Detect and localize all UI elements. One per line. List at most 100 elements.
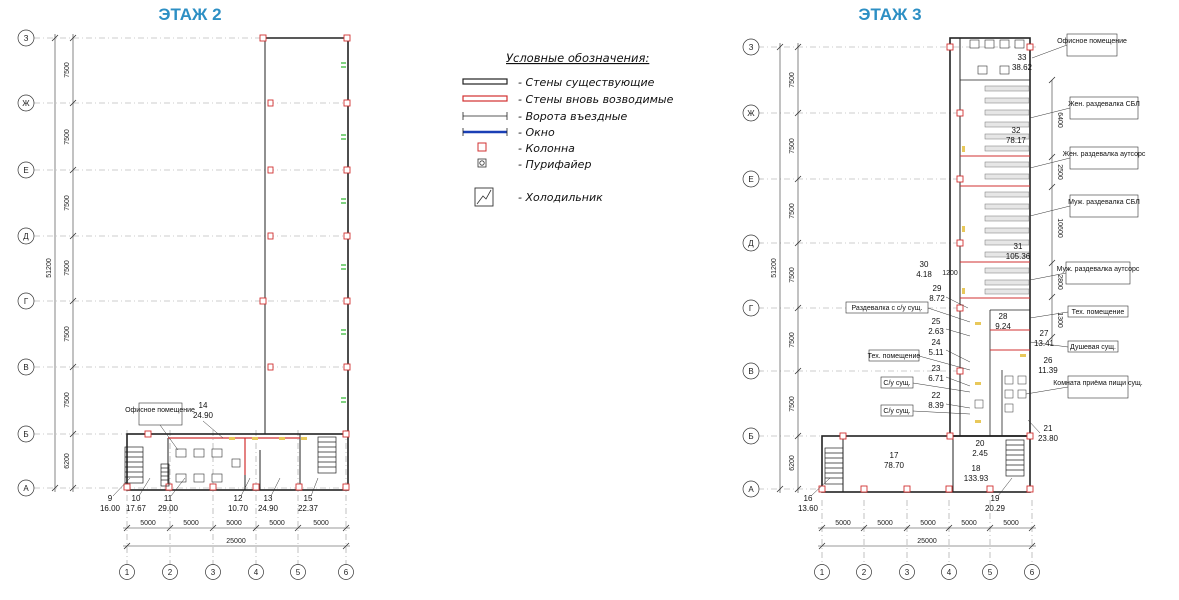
- room-area: 29.00: [158, 504, 179, 513]
- axis-bubble: Д: [742, 234, 760, 252]
- floor-2-room-labels: 14 24.90 9 16.00 10 17.67 11 29.00 12 10…: [100, 401, 319, 513]
- floor-2-title: ЭТАЖ 2: [158, 5, 221, 24]
- room-number: 13: [264, 494, 273, 503]
- svg-text:2: 2: [168, 568, 173, 577]
- dim-label: 7500: [64, 195, 71, 211]
- legend-item-label: - Пурифайер: [518, 158, 591, 171]
- axis-bubble: 5: [982, 564, 998, 580]
- callout-m-locker-out: Муж. раздевалка аутсорс: [1029, 261, 1140, 285]
- dim-label: 7500: [64, 129, 71, 145]
- dim-label: 6200: [64, 453, 71, 469]
- dim-label: 5000: [961, 520, 977, 527]
- dim-label: 7500: [789, 72, 796, 88]
- svg-text:Ж: Ж: [22, 99, 30, 108]
- svg-text:Тех. помещение: Тех. помещение: [868, 353, 921, 360]
- room-area: 6.71: [928, 374, 944, 383]
- purifier-icon: [477, 158, 487, 168]
- callout-dining: Комната приёма пищи сущ.: [1025, 375, 1143, 399]
- room-area: 8.72: [929, 294, 945, 303]
- floor-2-vertical-dims: 7500 7500 7500 7500 7500 7500 6200 51200: [46, 34, 77, 492]
- svg-text:Тех. помещение: Тех. помещение: [1072, 309, 1125, 316]
- room-number: 26: [1044, 356, 1053, 365]
- new-wall-icon: [462, 95, 508, 102]
- existing-wall-icon: [462, 78, 508, 85]
- room-area: 16.00: [100, 504, 121, 513]
- floor-3-fixtures: [974, 375, 1027, 413]
- legend-item-label: - Ворота въездные: [518, 110, 627, 123]
- floor-3-horizontal-dims: 5000 5000 5000 5000 5000 25000: [818, 520, 1036, 550]
- axis-bubble: З: [742, 38, 760, 56]
- svg-text:С/у сущ.: С/у сущ.: [883, 408, 910, 415]
- dim-label: 7500: [64, 326, 71, 342]
- axis-bubble: В: [17, 358, 35, 376]
- room-number: 22: [932, 391, 941, 400]
- room-number: 9: [108, 494, 113, 503]
- dim-label: 7500: [64, 62, 71, 78]
- svg-text:Б: Б: [23, 430, 28, 439]
- svg-text:1: 1: [125, 568, 130, 577]
- svg-text:1: 1: [820, 568, 825, 577]
- floor-3-row-axes: З Ж Е Д Г В Б А: [742, 38, 760, 498]
- total-width-label: 25000: [226, 538, 246, 545]
- callout-wc-1: С/у сущ.: [880, 376, 971, 393]
- callout-tech-room-1: Тех. помещение: [1029, 305, 1129, 319]
- dim-label: 7500: [64, 260, 71, 276]
- room-area: 9.24: [995, 322, 1011, 331]
- floor-3-plan: ЭТАЖ 3 З Ж Е Д Г В Б А: [742, 5, 1146, 580]
- svg-text:Жен. раздевалка СБЛ: Жен. раздевалка СБЛ: [1068, 101, 1140, 108]
- axis-bubble: 2: [162, 564, 178, 580]
- floor-3-vertical-dims: 7500 7500 7500 7500 7500 7500 6200 51200: [771, 43, 802, 493]
- floor-2-grid-cols: [126, 430, 347, 565]
- room-area: 105.36: [1006, 252, 1031, 261]
- room-area: 78.17: [1006, 136, 1027, 145]
- axis-bubble: 4: [941, 564, 957, 580]
- total-height-label: 51200: [771, 258, 778, 278]
- room-area: 23.80: [1038, 434, 1059, 443]
- floor-2-col-axes: 1 2 3 4 5 6: [119, 564, 354, 580]
- room-number: 27: [1040, 329, 1049, 338]
- floor-3-grid-cols: [821, 500, 1033, 565]
- floor-3-doors: [962, 146, 1026, 423]
- total-width-label: 25000: [917, 538, 937, 545]
- dim-label: 5000: [877, 520, 893, 527]
- axis-bubble: 6: [1024, 564, 1040, 580]
- axis-bubble: А: [17, 479, 35, 497]
- axis-bubble: 1: [814, 564, 830, 580]
- svg-text:Муж. раздевалка СБЛ: Муж. раздевалка СБЛ: [1068, 199, 1140, 206]
- svg-text:5: 5: [988, 568, 993, 577]
- svg-text:4: 4: [254, 568, 259, 577]
- axis-bubble: Е: [17, 161, 35, 179]
- axis-bubble: Д: [17, 227, 35, 245]
- dim-label: 5000: [1003, 520, 1019, 527]
- axis-bubble: Е: [742, 170, 760, 188]
- room-area: 2.45: [972, 449, 988, 458]
- window-icon: [462, 128, 508, 136]
- svg-text:Муж. раздевалка аутсорс: Муж. раздевалка аутсорс: [1057, 266, 1140, 273]
- svg-text:Б: Б: [748, 432, 753, 441]
- room-number: 10: [132, 494, 141, 503]
- axis-bubble: 3: [899, 564, 915, 580]
- column-icon: [477, 142, 487, 152]
- room-area: 78.70: [884, 461, 905, 470]
- floor-3-office-furniture: [969, 39, 1025, 75]
- svg-text:Д: Д: [748, 239, 754, 248]
- room-number: 25: [932, 317, 941, 326]
- room-number: 17: [890, 451, 899, 460]
- svg-text:Д: Д: [23, 232, 29, 241]
- floor-2-callout-office: Офисное помещение: [125, 402, 195, 451]
- axis-bubble: Ж: [742, 104, 760, 122]
- svg-text:3: 3: [211, 568, 216, 577]
- legend: Условные обозначения: - Стены существующ…: [462, 51, 674, 207]
- svg-text:Жен. раздевалка аутсорс: Жен. раздевалка аутсорс: [1063, 151, 1146, 158]
- callout-office: Офисное помещение: [1031, 33, 1127, 59]
- floor-2-grid-rows: [34, 37, 348, 489]
- axis-bubble: 5: [290, 564, 306, 580]
- room-area: 4.18: [916, 270, 932, 279]
- dim-label: 5000: [920, 520, 936, 527]
- dim-label: 5000: [140, 520, 156, 527]
- room-area: 22.37: [298, 504, 319, 513]
- svg-text:2: 2: [862, 568, 867, 577]
- room-number: 14: [199, 401, 208, 410]
- dim-label: 7500: [789, 396, 796, 412]
- dim-label: 2500: [1056, 164, 1063, 180]
